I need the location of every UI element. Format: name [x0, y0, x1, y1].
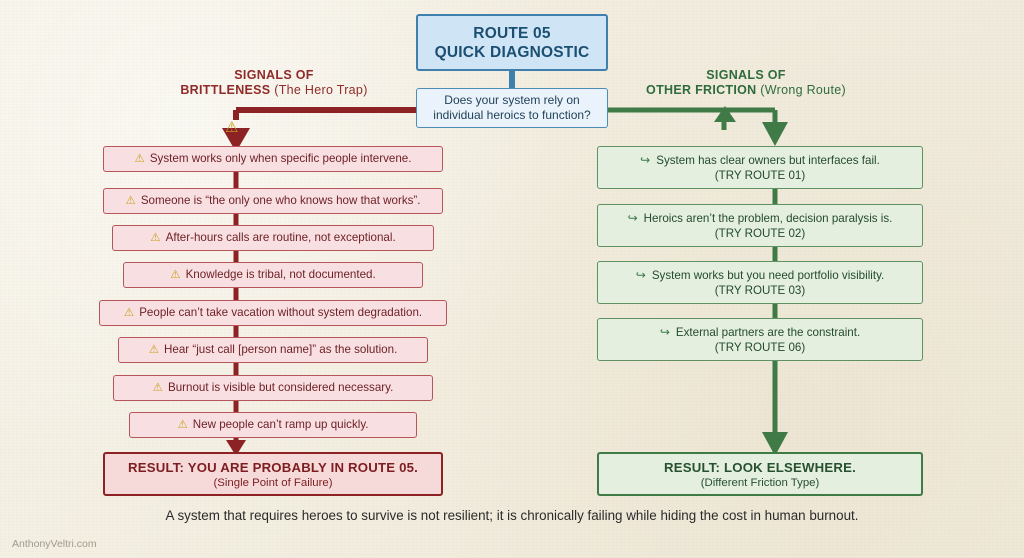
left-signal-item: ⚠ Burnout is visible but considered neces… — [113, 375, 433, 401]
left-heading-line1: SIGNALS OF — [234, 68, 314, 82]
left-heading-line2: BRITTLENESS — [180, 83, 271, 97]
left-heading-note: (The Hero Trap) — [274, 83, 368, 97]
caption-text: A system that requires heroes to survive… — [165, 508, 859, 523]
warning-icon: ⚠ — [225, 119, 239, 136]
right-signal-label: System has clear owners but interfaces f… — [656, 153, 880, 167]
right-heading-line1: SIGNALS OF — [706, 68, 786, 82]
right-signal-route: (TRY ROUTE 06) — [714, 340, 806, 354]
right-arrow-icon: ↪ — [635, 267, 646, 282]
right-signal-label: System works but you need portfolio visi… — [651, 268, 885, 282]
warning-icon: ⚠ — [170, 269, 181, 281]
left-signal-label: New people can’t ramp up quickly. — [192, 418, 369, 431]
right-arrow-icon: ↪ — [627, 210, 638, 225]
right-heading-note: (Wrong Route) — [760, 83, 846, 97]
left-signal-item: ⚠ Hear “just call [person name]” as the s… — [118, 337, 428, 363]
left-signal-label: System works only when specific people i… — [149, 152, 412, 165]
right-signal-route: (TRY ROUTE 02) — [714, 226, 806, 240]
left-signal-item: ⚠ Knowledge is tribal, not documented. — [123, 262, 423, 288]
title-box: ROUTE 05 QUICK DIAGNOSTIC — [416, 14, 608, 71]
left-signal-label: People can’t take vacation without syste… — [139, 306, 423, 319]
left-result-box: RESULT: YOU ARE PROBABLY IN ROUTE 05. (S… — [103, 452, 443, 496]
right-heading-line2: OTHER FRICTION — [646, 83, 757, 97]
left-branch-heading: SIGNALS OF BRITTLENESS (The Hero Trap) — [140, 68, 408, 98]
left-signal-item: ⚠ System works only when specific people … — [103, 146, 443, 172]
right-branch-heading: SIGNALS OF OTHER FRICTION (Wrong Route) — [612, 68, 880, 98]
right-signal-label: Heroics aren’t the problem, decision par… — [643, 211, 893, 225]
question-box: Does your system rely on individual hero… — [416, 88, 608, 128]
right-result-sub: (Different Friction Type) — [700, 476, 820, 489]
title-line2: QUICK DIAGNOSTIC — [434, 43, 590, 61]
title-line1: ROUTE 05 — [473, 24, 551, 42]
left-signal-item: ⚠ People can’t take vacation without syst… — [99, 300, 447, 326]
left-signal-label: After-hours calls are routine, not excep… — [165, 231, 396, 244]
left-signal-label: Knowledge is tribal, not documented. — [185, 268, 376, 281]
left-signal-label: Burnout is visible but considered necess… — [167, 381, 394, 394]
watermark: AnthonyVeltri.com — [12, 538, 97, 550]
question-line1: Does your system rely on — [444, 93, 580, 107]
warning-icon: ⚠ — [123, 307, 135, 319]
warning-icon: ⚠ — [148, 344, 160, 356]
left-result-sub: (Single Point of Failure) — [213, 476, 333, 489]
right-result-title: RESULT: LOOK ELSEWHERE. — [664, 459, 856, 475]
right-arrow-icon: ↪ — [640, 152, 651, 167]
right-signal-item: ↪ System works but you need portfolio vis… — [597, 261, 923, 304]
right-signal-item: ↪ External partners are the constraint.(T… — [597, 318, 923, 361]
right-signal-route: (TRY ROUTE 03) — [714, 283, 806, 297]
warning-icon: ⚠ — [150, 232, 161, 244]
left-signal-label: Someone is “the only one who knows how t… — [140, 194, 421, 207]
right-signal-route: (TRY ROUTE 01) — [714, 168, 806, 182]
left-signal-item: ⚠ New people can’t ramp up quickly. — [129, 412, 417, 438]
warning-icon: ⚠ — [177, 419, 188, 431]
right-signal-label: External partners are the constraint. — [675, 325, 861, 339]
warning-icon: ⚠ — [134, 153, 145, 165]
right-signal-item: ↪ Heroics aren’t the problem, decision pa… — [597, 204, 923, 247]
question-line2: individual heroics to function? — [433, 108, 591, 122]
warning-icon: ⚠ — [152, 382, 163, 394]
warning-icon: ⚠ — [125, 195, 136, 207]
right-signal-item: ↪ System has clear owners but interfaces … — [597, 146, 923, 189]
left-signal-label: Hear “just call [person name]” as the so… — [164, 343, 398, 356]
right-arrow-icon: ↪ — [659, 324, 670, 339]
right-result-box: RESULT: LOOK ELSEWHERE. (Different Frict… — [597, 452, 923, 496]
left-result-title: RESULT: YOU ARE PROBABLY IN ROUTE 05. — [128, 459, 418, 475]
left-signal-item: ⚠ Someone is “the only one who knows how … — [103, 188, 443, 214]
left-signal-item: ⚠ After-hours calls are routine, not exce… — [112, 225, 434, 251]
